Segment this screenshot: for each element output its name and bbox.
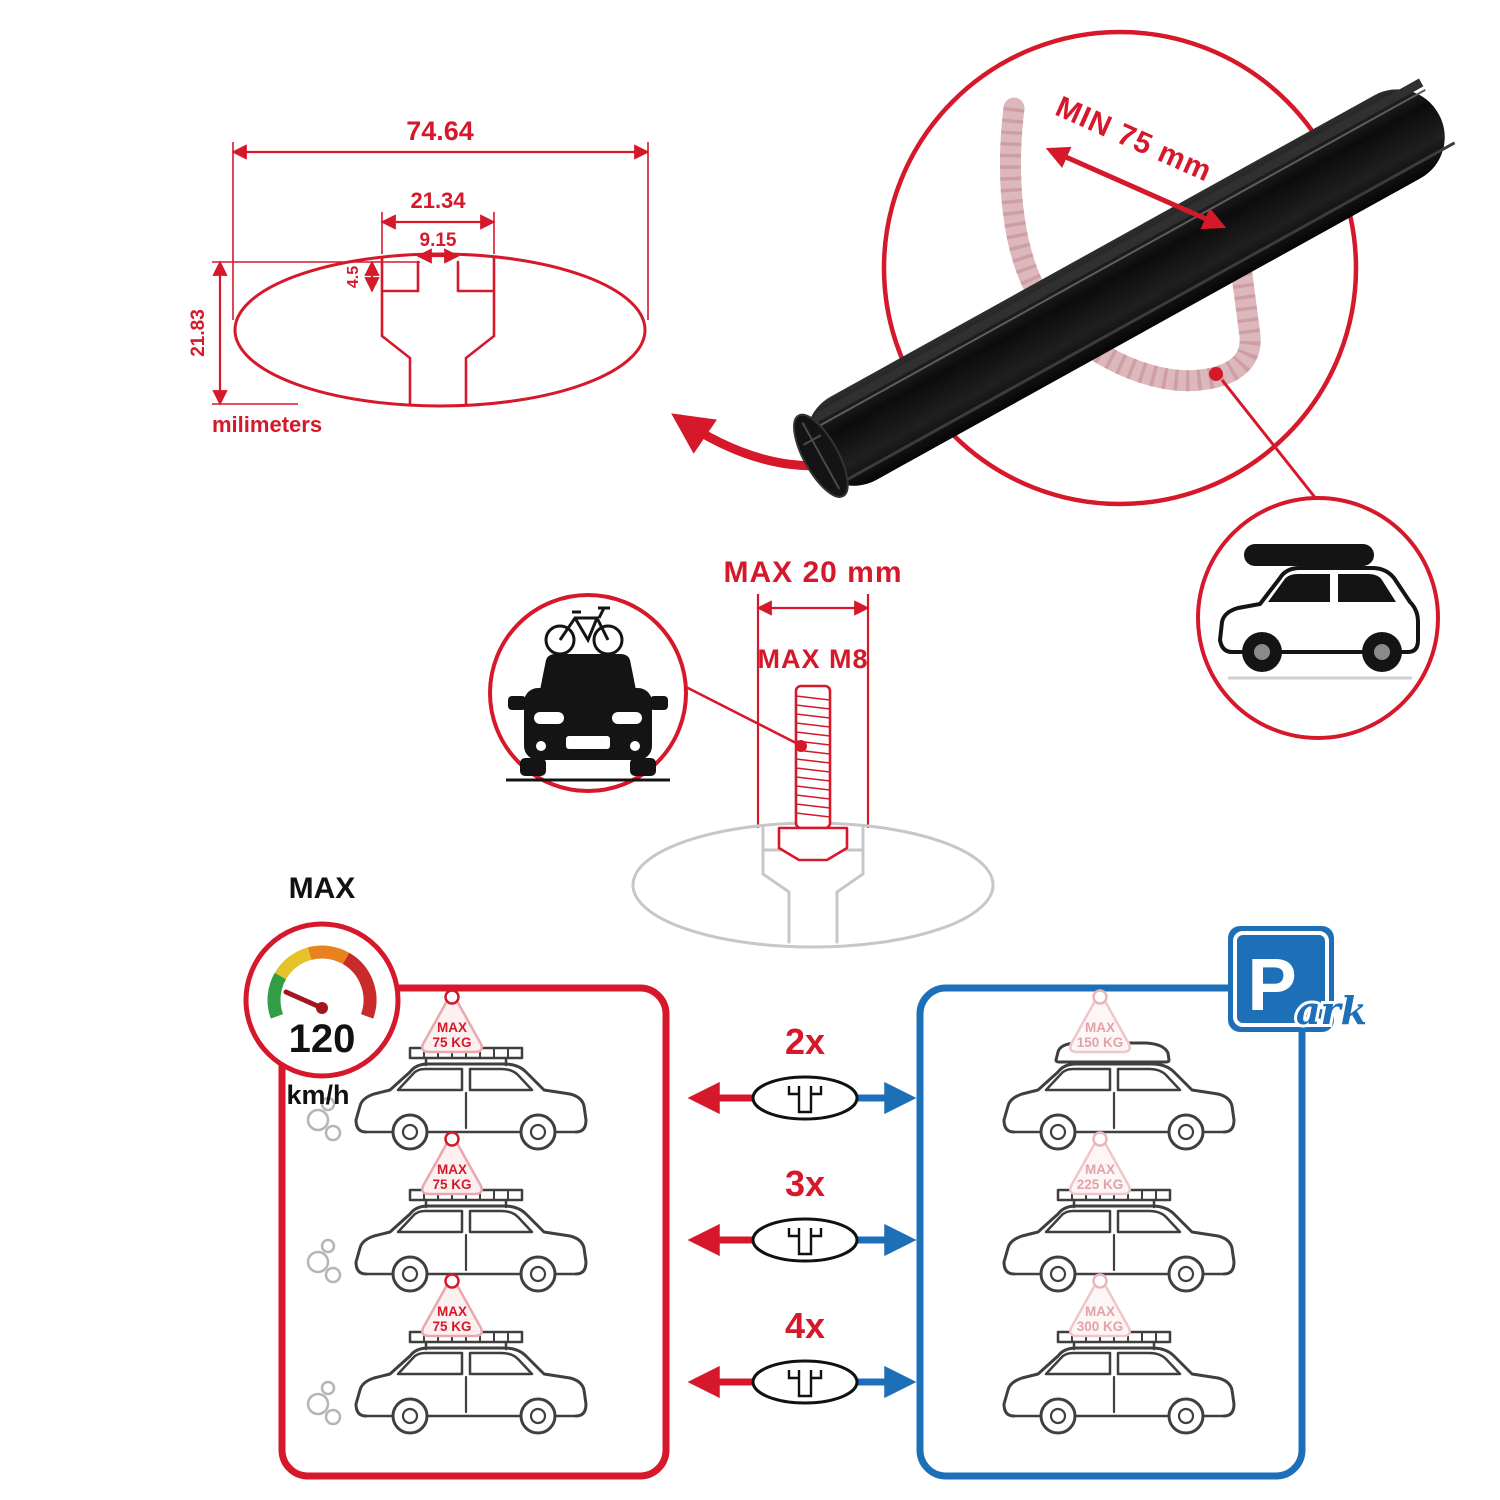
gauge-needle: [283, 989, 325, 1011]
callout-line-from-bike-car: [683, 684, 799, 746]
driving-box: [278, 984, 670, 1480]
gauge-pivot: [316, 1002, 328, 1014]
dim-total-width-value: 74.64: [406, 116, 474, 146]
load-tag-parked-3: MAX 300 KG: [1069, 1273, 1131, 1338]
detail-circle: [881, 29, 1359, 507]
load-tag-parked-2: MAX 225 KG: [1069, 1131, 1131, 1196]
tag-label: MAX: [1085, 1162, 1115, 1177]
speed-limit-gauge: MAX 120 km/h: [243, 872, 401, 1110]
crossbar-detail-view: MIN 75 mm: [793, 29, 1456, 507]
gauge-value: 120: [289, 1017, 356, 1061]
dim-total-width: 74.64: [231, 116, 650, 320]
tag-value: 75 KG: [432, 1177, 471, 1192]
car-illustration: [1004, 1332, 1234, 1433]
min-clearance-arrow: [1045, 146, 1227, 230]
load-tag-parked-1: MAX 150 KG: [1069, 989, 1131, 1054]
park-script: ark: [1296, 988, 1367, 1033]
dim-lip-depth: 4.5: [345, 260, 380, 293]
bolt-max-thread-label: MAX M8: [757, 644, 868, 674]
t-bolt-illustration: [777, 684, 849, 862]
callout-dot-bolt: [795, 740, 807, 752]
gauge-max-label: MAX: [289, 872, 356, 905]
suv-illustration: [1218, 544, 1420, 680]
car-illustration: [1004, 1043, 1234, 1149]
park-letter: P: [1247, 943, 1296, 1026]
bolt-max-length-label: MAX 20 mm: [723, 556, 902, 589]
profile-channel: [380, 256, 496, 406]
crossbar-section-icon: [751, 1075, 859, 1121]
min-clearance-label: MIN 75 mm: [1051, 90, 1217, 188]
tag-value: 75 KG: [432, 1035, 471, 1050]
exhaust-puffs: [306, 1380, 342, 1426]
callout-dot: [1209, 367, 1223, 381]
tag-value: 150 KG: [1077, 1035, 1124, 1050]
park-sign: P ark: [1228, 926, 1370, 1036]
load-tag-driving-3: MAX 75 KG: [421, 1273, 483, 1338]
tag-label: MAX: [437, 1304, 467, 1319]
exhaust-puffs: [306, 1238, 342, 1284]
roof-box: [1244, 544, 1374, 566]
car-bike-view: [488, 593, 688, 793]
tag-label: MAX: [437, 1020, 467, 1035]
driving-cars: MAX 75 KG MAX 75 KG MAX 75 KG: [306, 989, 586, 1434]
dim-height-value: 21.83: [188, 309, 209, 357]
multiplier-label: 4x: [785, 1305, 825, 1346]
tag-value: 75 KG: [432, 1319, 471, 1334]
dim-channel-width: 21.34: [380, 188, 496, 254]
gauge-arcs: [267, 945, 377, 1019]
tag-label: MAX: [437, 1162, 467, 1177]
car-illustration: [356, 1190, 586, 1291]
multiplier-label: 2x: [785, 1021, 825, 1062]
multiplier-rows: 2x 3x 4x: [687, 1021, 917, 1405]
unit-label: milimeters: [212, 412, 322, 437]
dim-slot-width-value: 9.15: [420, 230, 457, 251]
dim-slot-width: 9.15: [416, 230, 460, 264]
bolt-dimension-diagram: MAX 20 mm MAX M8: [631, 556, 995, 949]
tag-label: MAX: [1085, 1304, 1115, 1319]
crossbar-render: [793, 78, 1456, 498]
load-tag-driving-1: MAX 75 KG: [421, 989, 483, 1054]
parked-box: [916, 984, 1306, 1480]
car-illustration: [356, 1332, 586, 1433]
car-front-illustration: [506, 654, 670, 782]
crossbar-section-icon: [751, 1359, 859, 1405]
tag-value: 225 KG: [1077, 1177, 1124, 1192]
dim-height: 21.83: [188, 260, 420, 406]
tag-label: MAX: [1085, 1020, 1115, 1035]
tag-value: 300 KG: [1077, 1319, 1124, 1334]
gauge-unit: km/h: [286, 1080, 349, 1110]
callout-line-to-suv: [1220, 379, 1319, 501]
suv-roofbox-view: [1196, 496, 1440, 740]
load-tag-driving-2: MAX 75 KG: [421, 1131, 483, 1196]
profile-dimension-drawing: 74.64 21.34 9.15 4.5 21.83 milimeters: [188, 116, 650, 437]
crossbar-section-icon: [751, 1217, 859, 1263]
dim-lip-depth-value: 4.5: [345, 266, 362, 288]
parked-cars: MAX 150 KG MAX 225 KG MAX 300 KG: [1004, 989, 1234, 1434]
car-illustration: [356, 1048, 586, 1149]
car-illustration: [1004, 1190, 1234, 1291]
multiplier-label: 3x: [785, 1163, 825, 1204]
dim-channel-width-value: 21.34: [410, 188, 466, 213]
profile-ellipse: [233, 252, 647, 408]
